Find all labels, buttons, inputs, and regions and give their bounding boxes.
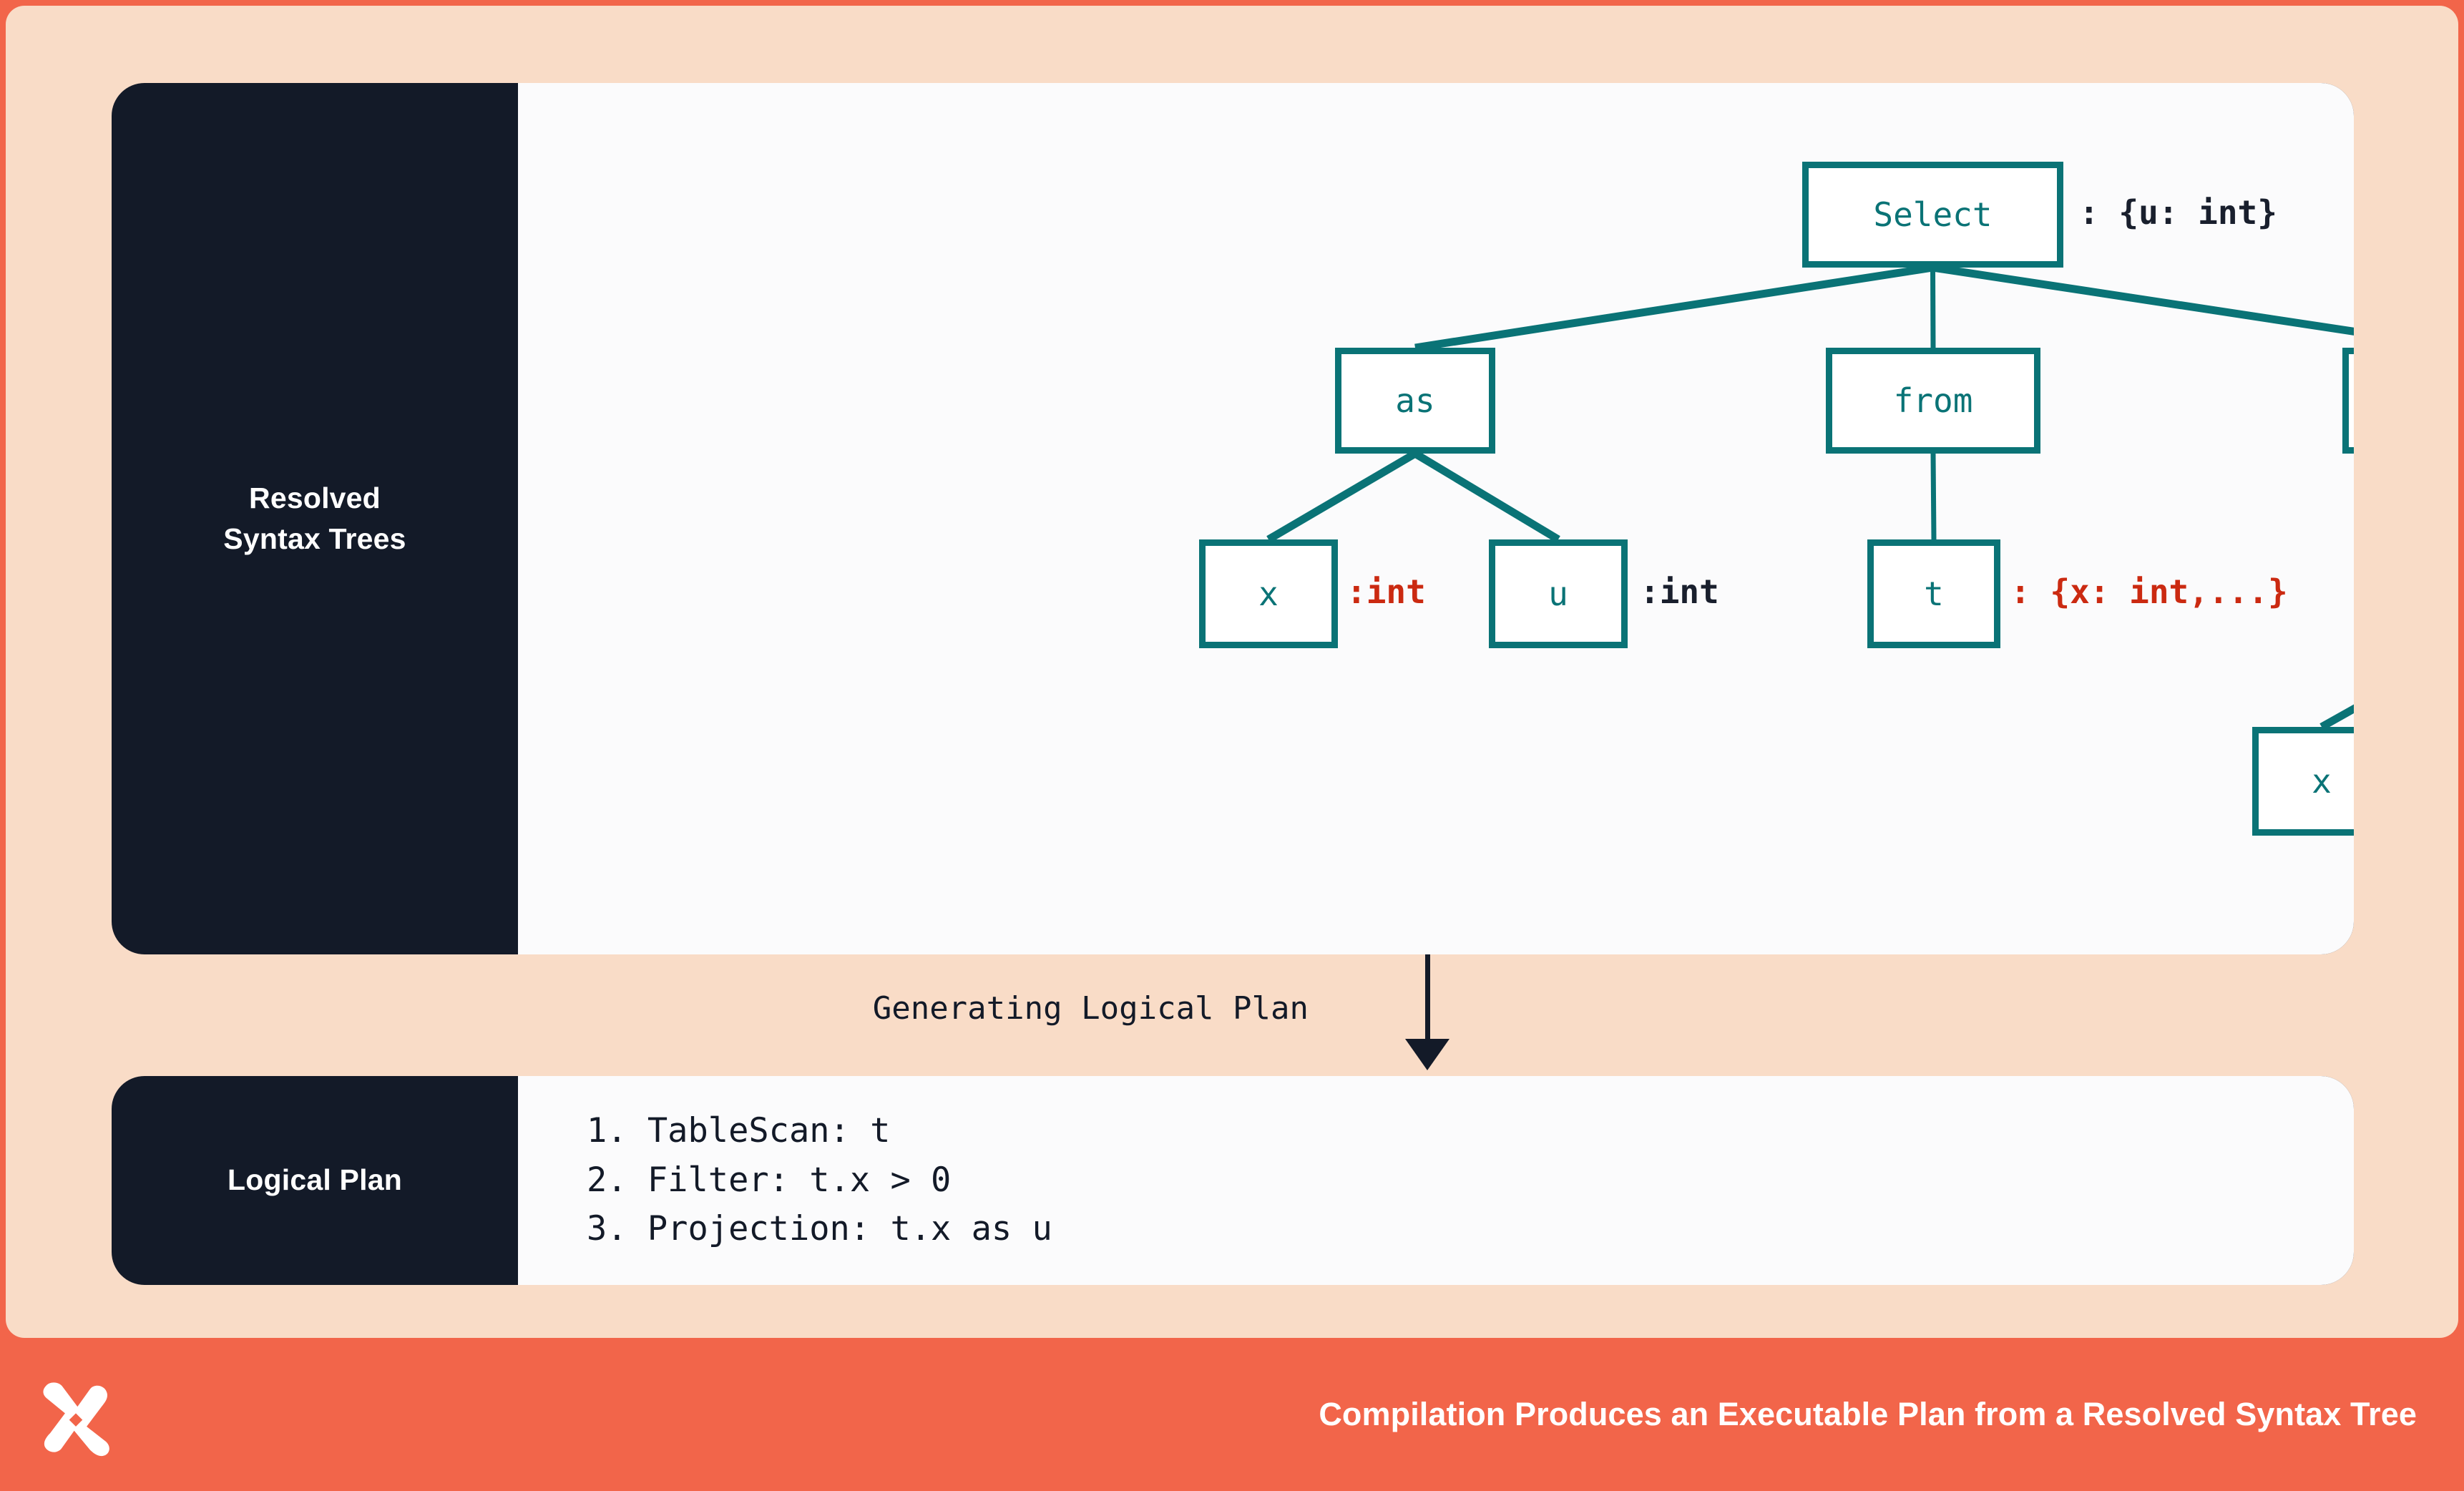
tree-edge-select-to-as (1414, 263, 1934, 352)
tree-node-as-x[interactable]: x (1199, 539, 1338, 648)
logical-plan-line: 1. TableScan: t (587, 1111, 891, 1151)
type-annotation-from-t: : {x: int,...} (2010, 572, 2288, 611)
arrow-head-icon (1405, 1039, 1449, 1070)
tree-edges (1266, 263, 2354, 730)
stage-resolved-syntax-trees: Resolved Syntax Trees Select : {u: int} as… (112, 83, 2354, 954)
tree-edge-select-to-where (1932, 263, 2354, 336)
logical-plan-line: 3. Projection: t.x as u (587, 1209, 1052, 1249)
bottom-banner: Compilation Produces an Executable Plan … (0, 1338, 2464, 1491)
tree-edge-from-to-from-t (1930, 453, 1937, 540)
type-annotation-as-u: :int (1640, 572, 1719, 611)
tree-node-as-u[interactable]: u (1489, 539, 1628, 648)
stage-label-logical-plan: Logical Plan (112, 1076, 518, 1285)
syntax-tree-canvas: Select: {u: int}asfromwherex:intu:intt: … (518, 83, 2354, 954)
tree-edge-as-to-as-u (1413, 450, 1560, 543)
tree-node-gt-x[interactable]: x (2252, 727, 2354, 836)
logical-plan-body: 1. TableScan: t 2. Filter: t.x > 0 3. Proj… (518, 1076, 2354, 1285)
tree-node-select[interactable]: Select (1802, 162, 2063, 268)
syntax-tree: Select: {u: int}asfromwherex:intu:intt: … (518, 83, 2354, 954)
stage-label-line-1: Resolved (249, 481, 381, 514)
banner-caption: Compilation Produces an Executable Plan … (1319, 1396, 2417, 1432)
tree-edge-as-to-as-x (1266, 450, 1417, 543)
brand-x-logo-icon (43, 1382, 109, 1457)
type-annotation-select: : {u: int} (2079, 193, 2277, 232)
stage-label-resolved-syntax-trees: Resolved Syntax Trees (112, 83, 518, 954)
tree-node-where[interactable]: where (2342, 348, 2354, 454)
poster-canvas: Resolved Syntax Trees Select : {u: int} as… (6, 6, 2458, 1338)
stage-label-text: Logical Plan (228, 1163, 402, 1197)
transition-label: Generating Logical Plan (872, 990, 1309, 1027)
tree-node-from[interactable]: from (1826, 348, 2040, 454)
tree-node-as[interactable]: as (1335, 348, 1495, 454)
stage-logical-plan: Logical Plan 1. TableScan: t 2. Filter: t… (112, 1076, 2354, 1285)
tree-edge-select-to-from (1930, 267, 1936, 348)
arrow-shaft (1425, 954, 1430, 1045)
type-annotation-as-x: :int (1346, 572, 1426, 611)
stage-label-line-2: Syntax Trees (223, 522, 406, 555)
logical-plan-line: 2. Filter: t.x > 0 (587, 1160, 952, 1200)
tree-edge-gt-to-gt-x (2319, 704, 2354, 730)
transition-generating-logical-plan: Generating Logical Plan (112, 954, 2354, 1076)
tree-node-from-t[interactable]: t (1867, 539, 2000, 648)
